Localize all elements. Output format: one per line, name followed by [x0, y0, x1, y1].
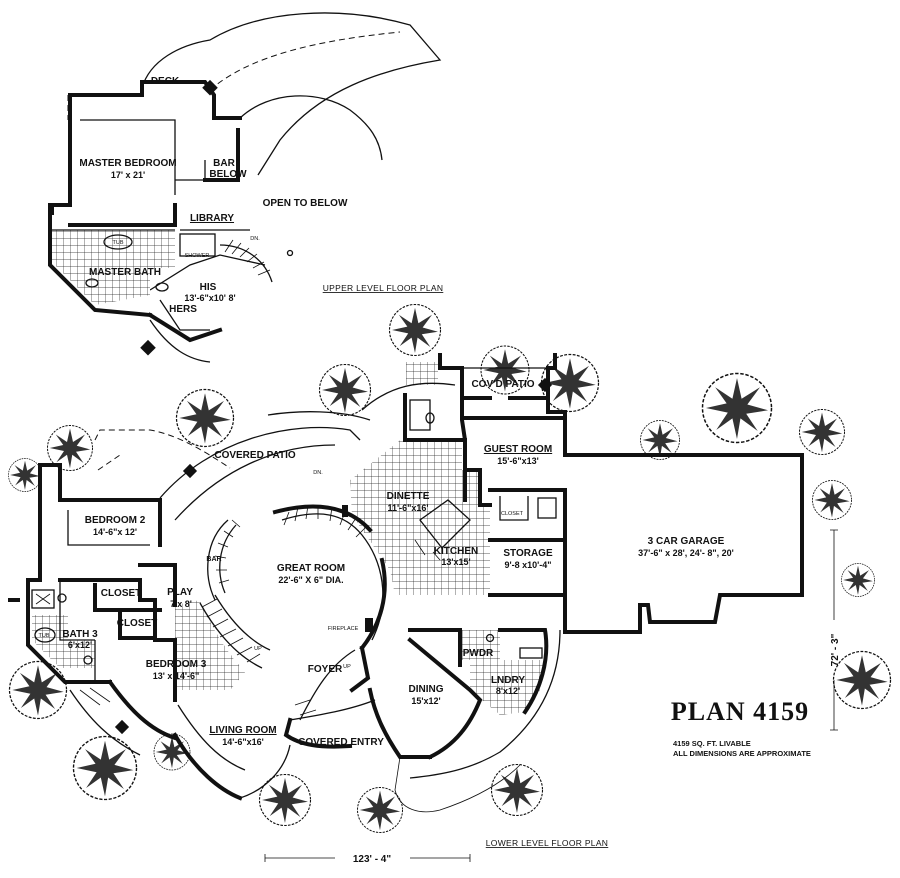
tub-label-lower: TUB	[39, 633, 50, 639]
laundry-dimension: 8'x12'	[496, 686, 520, 696]
hers-label: HERS	[169, 304, 197, 315]
master-bath-label: MASTER BATH	[89, 267, 161, 278]
bath-3-dimension: 6'x12'	[68, 640, 92, 650]
bath-3-label: BATH 3	[62, 629, 98, 640]
dining-dimension: 15'x12'	[411, 696, 440, 706]
tree-icon	[799, 409, 845, 455]
kitchen-label: KITCHEN	[434, 546, 478, 557]
bedroom-2-label: BEDROOM 2	[85, 515, 146, 526]
dn-label-lower: DN.	[313, 470, 323, 476]
up-label-foyer: UP	[343, 664, 351, 670]
guest-room-dimension: 15'-6"x13'	[497, 456, 539, 466]
bar-below-label: BELOW	[209, 169, 247, 180]
bar-label-upper: BAR	[213, 158, 235, 169]
tree-icon	[8, 458, 42, 492]
master-bedroom-label: MASTER BEDROOM	[79, 158, 176, 169]
great-room-label: GREAT ROOM	[277, 563, 345, 574]
garage-label: 3 CAR GARAGE	[648, 536, 725, 547]
pwdr-label: PWDR	[463, 648, 494, 659]
tree-icon	[832, 650, 892, 710]
covered-entry-label: COVERED ENTRY	[298, 737, 384, 748]
up-label-stair: UP	[254, 646, 262, 652]
living-room-dimension: 14'-6"x16'	[222, 737, 264, 747]
play-label: PLAY	[167, 587, 193, 598]
livable-area-note: 4159 SQ. FT. LIVABLE	[673, 739, 751, 748]
closet-label-top: CLOSET	[101, 588, 142, 599]
closet-label-bottom: CLOSET	[117, 618, 158, 629]
tree-icon	[8, 660, 68, 720]
upper-level-plan: DECK MASTER BEDROOM 17' x 21' BAR BELOW …	[48, 12, 444, 363]
upper-level-caption: UPPER LEVEL FLOOR PLAN	[323, 283, 444, 293]
dinette-label: DINETTE	[387, 491, 430, 502]
tree-icon	[490, 763, 544, 817]
tree-icon	[388, 303, 442, 357]
storage-label: STORAGE	[503, 548, 553, 559]
master-bedroom-dimension: 17' x 21'	[111, 170, 145, 180]
bedroom-3-dimension: 13' x 14'-6"	[153, 671, 200, 681]
lower-level-caption: LOWER LEVEL FLOOR PLAN	[486, 838, 609, 848]
plan-title: PLAN 4159	[671, 697, 809, 726]
library-label: LIBRARY	[190, 213, 234, 224]
bar-label-lower: BAR	[206, 556, 221, 563]
covered-patio-label: COVERED PATIO	[214, 450, 296, 461]
deck-label: DECK	[151, 76, 180, 87]
great-room-dimension: 22'-6" X 6" DIA.	[278, 575, 343, 585]
his-hers-dimension: 13'-6"x10' 8'	[184, 293, 235, 303]
bedroom-3-label: BEDROOM 3	[146, 659, 207, 670]
tree-icon	[72, 735, 138, 801]
dining-label: DINING	[409, 684, 444, 695]
tub-label-upper: TUB	[113, 240, 124, 246]
tree-icon	[318, 363, 372, 417]
overall-depth-dimension: 72' - 3"	[830, 633, 841, 666]
tree-icon	[357, 787, 403, 833]
shower-label: SHOWER	[185, 253, 210, 259]
fireplace-label: FIREPLACE	[328, 626, 359, 632]
storage-dimension: 9'-8 x10'-4"	[504, 560, 551, 570]
play-dimension: 7'x 8'	[170, 599, 192, 609]
bedroom-2-dimension: 14'-6"x 12'	[93, 527, 137, 537]
tree-icon	[701, 372, 773, 444]
kitchen-dimension: 13'x15'	[441, 557, 470, 567]
overall-width-dimension: 123' - 4"	[353, 854, 392, 865]
closet-small-label: CLOSET	[501, 511, 524, 517]
approximate-dimensions-note: ALL DIMENSIONS ARE APPROXIMATE	[673, 749, 811, 758]
covd-patio-label: COV'D PATIO	[471, 379, 534, 390]
tree-icon	[175, 388, 235, 448]
foyer-label: FOYER	[308, 664, 343, 675]
dn-label-upper: DN.	[250, 236, 260, 242]
guest-room-label: GUEST ROOM	[484, 444, 552, 455]
tree-icon	[812, 480, 852, 520]
overall-dimension-lines: 123' - 4" 72' - 3"	[264, 529, 841, 865]
living-room-label: LIVING ROOM	[209, 725, 276, 736]
garage-dimension: 37'-6" x 28', 24'- 8", 20'	[638, 548, 734, 558]
lower-level-plan: COV'D PATIO COVERED PATIO GUEST ROOM 15'…	[8, 353, 804, 848]
tree-icon	[841, 563, 875, 597]
open-to-below-label: OPEN TO BELOW	[263, 198, 348, 209]
his-label: HIS	[200, 282, 217, 293]
title-block: PLAN 4159 4159 SQ. FT. LIVABLE ALL DIMEN…	[671, 697, 811, 758]
laundry-label: LNDRY	[491, 675, 525, 686]
dinette-dimension: 11'-6"x16'	[387, 503, 428, 513]
